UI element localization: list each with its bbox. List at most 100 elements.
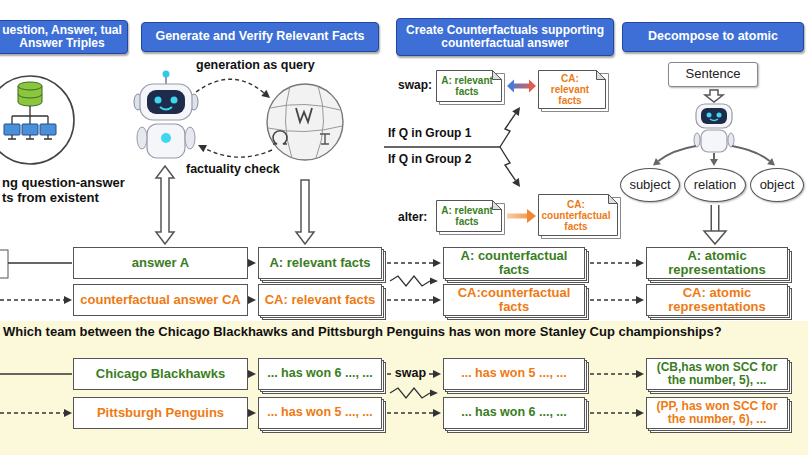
node-text: CA: counterfactual facts	[541, 199, 611, 232]
branch-lines	[500, 114, 516, 147]
connector	[590, 299, 637, 300]
node-text: uestion, Answer, tual Answer Triples	[1, 24, 123, 50]
document-page	[437, 201, 502, 232]
check-arrow	[198, 145, 207, 152]
robot-icon	[134, 71, 198, 159]
header-box: Generate and Verify Relevant Facts	[141, 22, 379, 52]
split-arrows	[732, 146, 770, 161]
node-text: A: counterfactual facts	[448, 249, 580, 277]
document-page	[539, 71, 606, 109]
hollow-arrow	[296, 180, 314, 244]
connector	[590, 373, 637, 374]
connector	[711, 205, 720, 232]
robot-icon	[694, 104, 734, 152]
check-arrow	[205, 149, 272, 158]
database-icon	[8, 135, 52, 139]
node-text: Decompose to atomic	[648, 30, 778, 44]
question-band: Which team between the Chicago Blackhawk…	[0, 321, 808, 455]
connector	[387, 412, 434, 413]
label-text: alter:	[398, 211, 427, 225]
arrow-head	[430, 278, 438, 285]
node-text: A: relevant facts	[439, 75, 495, 97]
robot-icon	[137, 127, 147, 149]
split-arrows	[658, 146, 769, 161]
node-text: ... has won 6 ..., ...	[267, 367, 373, 380]
document-fold	[493, 71, 502, 80]
robot-icon	[140, 84, 192, 120]
arrow-head	[64, 296, 72, 304]
arrow-head	[248, 409, 256, 417]
node-text: Sentence	[686, 67, 741, 81]
robot-icon	[701, 108, 727, 124]
database-icon	[18, 94, 42, 98]
robot-icon	[155, 97, 162, 104]
robot-icon	[701, 130, 727, 152]
connector	[387, 262, 434, 263]
database-icon	[0, 76, 74, 164]
document-icon: CA: counterfactual facts	[538, 194, 618, 236]
arrow-head	[507, 80, 514, 93]
arrow-head	[64, 409, 72, 417]
input-lines	[0, 412, 64, 413]
arrow-head	[704, 231, 726, 244]
stacked-box: ... has won 6 ..., ...	[258, 358, 382, 390]
stacked-box: CA: atomic representations	[646, 284, 788, 316]
stacked-box: (CB,has won SCC for the number, 5), ...	[646, 358, 788, 390]
ellipse-node: object	[750, 168, 804, 202]
stacked-box: ... has won 5 ..., ...	[258, 397, 382, 429]
input-lines	[8, 262, 72, 263]
node-text: counterfactual answer CA	[80, 293, 240, 307]
stacked-box: CA:counterfactual facts	[443, 284, 585, 316]
connector-group	[590, 259, 644, 267]
connector-group	[248, 296, 256, 304]
node-text: Generate and Verify Relevant Facts	[155, 30, 364, 44]
split-arrows	[658, 146, 696, 161]
node-text: answer A	[132, 256, 189, 270]
connector-group	[590, 296, 644, 304]
input-lines	[0, 373, 72, 374]
arrow-head	[430, 390, 438, 397]
connector-group	[248, 370, 256, 378]
node-text: (CB,has won SCC for the number, 5), ...	[651, 361, 783, 386]
arrow-head	[636, 296, 644, 304]
ellipse-node: subject	[620, 168, 680, 202]
connector-group	[507, 80, 536, 93]
label-text: If Q in Group 2	[388, 153, 471, 167]
robot-icon	[694, 133, 700, 147]
node-text: A: relevant facts	[269, 256, 370, 270]
wikipedia-globe	[267, 84, 343, 160]
connector-group	[387, 259, 441, 267]
document-icon: A: relevant facts	[436, 200, 502, 232]
database-icon	[22, 124, 38, 135]
wikipedia-globe	[296, 108, 312, 122]
document-fold	[493, 201, 502, 210]
arrow-head	[512, 107, 520, 116]
stacked-box: ... has won 6 ..., ...	[443, 397, 585, 429]
robot-icon	[161, 133, 171, 143]
robot-icon	[710, 119, 718, 121]
connector-group	[507, 209, 536, 223]
database-icon	[12, 106, 48, 124]
node-text: CA:counterfactual facts	[448, 286, 580, 314]
connector-group	[248, 259, 256, 267]
database-icon	[40, 124, 56, 135]
robot-icon	[163, 71, 170, 78]
arrow-head	[636, 259, 644, 267]
arrow-head	[767, 158, 775, 166]
node-text: Pittsburgh Penguins	[97, 406, 224, 420]
connector-inner	[712, 205, 718, 232]
database-icon	[4, 124, 20, 135]
node-text: CA: atomic representations	[651, 286, 783, 314]
robot-icon	[185, 127, 195, 149]
ellipse-node: relation	[684, 168, 746, 202]
stacked-box: A: atomic representations	[646, 247, 788, 279]
node-text: Which team between the Chicago Blackhawk…	[3, 325, 805, 339]
robot-icon	[147, 124, 185, 158]
robot-icon	[147, 90, 185, 114]
arrow-head	[636, 409, 644, 417]
connector-group	[387, 409, 441, 417]
query-arrow	[261, 90, 270, 98]
robot-icon	[717, 113, 722, 118]
cropped-box	[0, 250, 8, 278]
connector	[387, 299, 434, 300]
